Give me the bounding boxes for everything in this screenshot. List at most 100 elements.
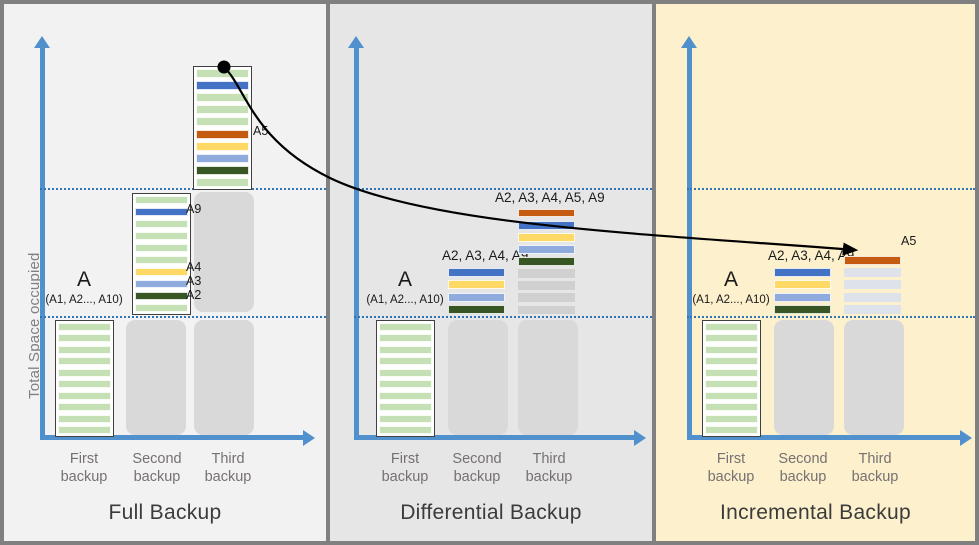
base-label-title: A — [723, 268, 738, 291]
stack-segment[interactable] — [703, 379, 760, 391]
stack-segment[interactable] — [703, 344, 760, 356]
stack-segment[interactable] — [377, 333, 434, 345]
x-tick-line1: Third — [858, 451, 892, 467]
stack-segment[interactable] — [377, 356, 434, 368]
stack-segment[interactable] — [703, 356, 760, 368]
stack-segment[interactable] — [377, 321, 434, 333]
stack-segment[interactable] — [703, 367, 760, 379]
stack-segment[interactable] — [518, 207, 575, 219]
stack-segment[interactable] — [774, 304, 831, 317]
stack-segment[interactable] — [448, 266, 505, 279]
stack-segment[interactable] — [703, 402, 760, 414]
stack-segment[interactable] — [774, 279, 831, 292]
stack-segment[interactable] — [194, 67, 251, 79]
stack-segment[interactable] — [518, 231, 575, 243]
stack-segment[interactable] — [133, 218, 190, 230]
stack-segment[interactable] — [56, 425, 113, 437]
stack-segment[interactable] — [377, 413, 434, 425]
stack-segment[interactable] — [194, 152, 251, 164]
stack-segment[interactable] — [194, 104, 251, 116]
stack-segment[interactable] — [56, 379, 113, 391]
stack-segment[interactable] — [377, 425, 434, 437]
stack-segment[interactable] — [518, 243, 575, 255]
column-full-second[interactable] — [132, 193, 191, 315]
stack-segment[interactable] — [133, 242, 190, 254]
stack-segment[interactable] — [518, 280, 575, 292]
x-tick-line1: Third — [211, 451, 245, 467]
stack-segment[interactable] — [844, 266, 901, 278]
stack-segment[interactable] — [194, 116, 251, 128]
stack-segment[interactable] — [518, 255, 575, 267]
stack-bar — [774, 305, 831, 315]
column-inc-first[interactable] — [702, 320, 761, 437]
stack-segment[interactable] — [194, 165, 251, 177]
column-full-first[interactable] — [55, 320, 114, 437]
stack-segment[interactable] — [194, 140, 251, 152]
stack-segment[interactable] — [844, 291, 901, 303]
stack-segment[interactable] — [703, 321, 760, 333]
stack-bar — [705, 368, 758, 377]
stack-segment[interactable] — [448, 279, 505, 292]
stack-segment[interactable] — [133, 302, 190, 314]
stack-segment[interactable] — [194, 177, 251, 189]
stack-segment[interactable] — [377, 379, 434, 391]
column-diff-first[interactable] — [376, 320, 435, 437]
x-axis-arrow-icon — [303, 429, 315, 446]
stack-segment[interactable] — [133, 194, 190, 206]
column-inc-second[interactable] — [774, 266, 831, 316]
stack-segment[interactable] — [518, 292, 575, 304]
stack-segment[interactable] — [133, 290, 190, 302]
stack-segment[interactable] — [377, 344, 434, 356]
stack-segment[interactable] — [703, 390, 760, 402]
stack-segment[interactable] — [56, 344, 113, 356]
column-full-third[interactable] — [193, 66, 252, 190]
base-label-subtitle: (A1, A2..., A10) — [45, 294, 123, 306]
x-tick-third: Third backup — [192, 450, 264, 486]
stack-segment[interactable] — [377, 402, 434, 414]
column-diff-second[interactable] — [448, 266, 505, 316]
stack-segment[interactable] — [194, 79, 251, 91]
ghost-block — [448, 320, 508, 435]
stack-segment[interactable] — [56, 333, 113, 345]
column-inc-third[interactable] — [844, 254, 901, 316]
stack-bar — [135, 231, 188, 241]
stack-segment[interactable] — [194, 91, 251, 103]
stack-segment[interactable] — [518, 219, 575, 231]
stack-segment[interactable] — [518, 304, 575, 316]
stack-segment[interactable] — [703, 333, 760, 345]
base-label-subtitle: (A1, A2..., A10) — [366, 294, 444, 306]
stack-segment[interactable] — [133, 206, 190, 218]
stack-bar — [705, 414, 758, 423]
stack-segment[interactable] — [844, 304, 901, 316]
stack-segment[interactable] — [774, 291, 831, 304]
stack-segment[interactable] — [56, 356, 113, 368]
stack-segment[interactable] — [448, 291, 505, 304]
stack-segment[interactable] — [377, 390, 434, 402]
stack-segment[interactable] — [133, 254, 190, 266]
stack-segment[interactable] — [133, 230, 190, 242]
stack-segment[interactable] — [844, 279, 901, 291]
ghost-block — [844, 320, 904, 435]
stack-bar — [379, 322, 432, 331]
stack-segment[interactable] — [844, 254, 901, 266]
stack-segment[interactable] — [774, 266, 831, 279]
segment-label-a5: A5 — [901, 234, 917, 248]
column-diff-third[interactable] — [518, 207, 575, 316]
stack-segment[interactable] — [133, 266, 190, 278]
stack-segment[interactable] — [133, 278, 190, 290]
panel-title-incremental: Incremental Backup — [720, 501, 911, 524]
stack-segment[interactable] — [56, 390, 113, 402]
stack-segment[interactable] — [56, 367, 113, 379]
x-tick-line2: backup — [707, 469, 755, 485]
stack-segment[interactable] — [56, 413, 113, 425]
stack-segment[interactable] — [703, 413, 760, 425]
stack-segment[interactable] — [518, 268, 575, 280]
stack-segment[interactable] — [377, 367, 434, 379]
ghost-block — [518, 320, 578, 435]
stack-segment[interactable] — [56, 321, 113, 333]
stack-segment[interactable] — [194, 128, 251, 140]
panel-title-full: Full Backup — [108, 501, 222, 524]
stack-segment[interactable] — [448, 304, 505, 317]
stack-segment[interactable] — [703, 425, 760, 437]
stack-segment[interactable] — [56, 402, 113, 414]
